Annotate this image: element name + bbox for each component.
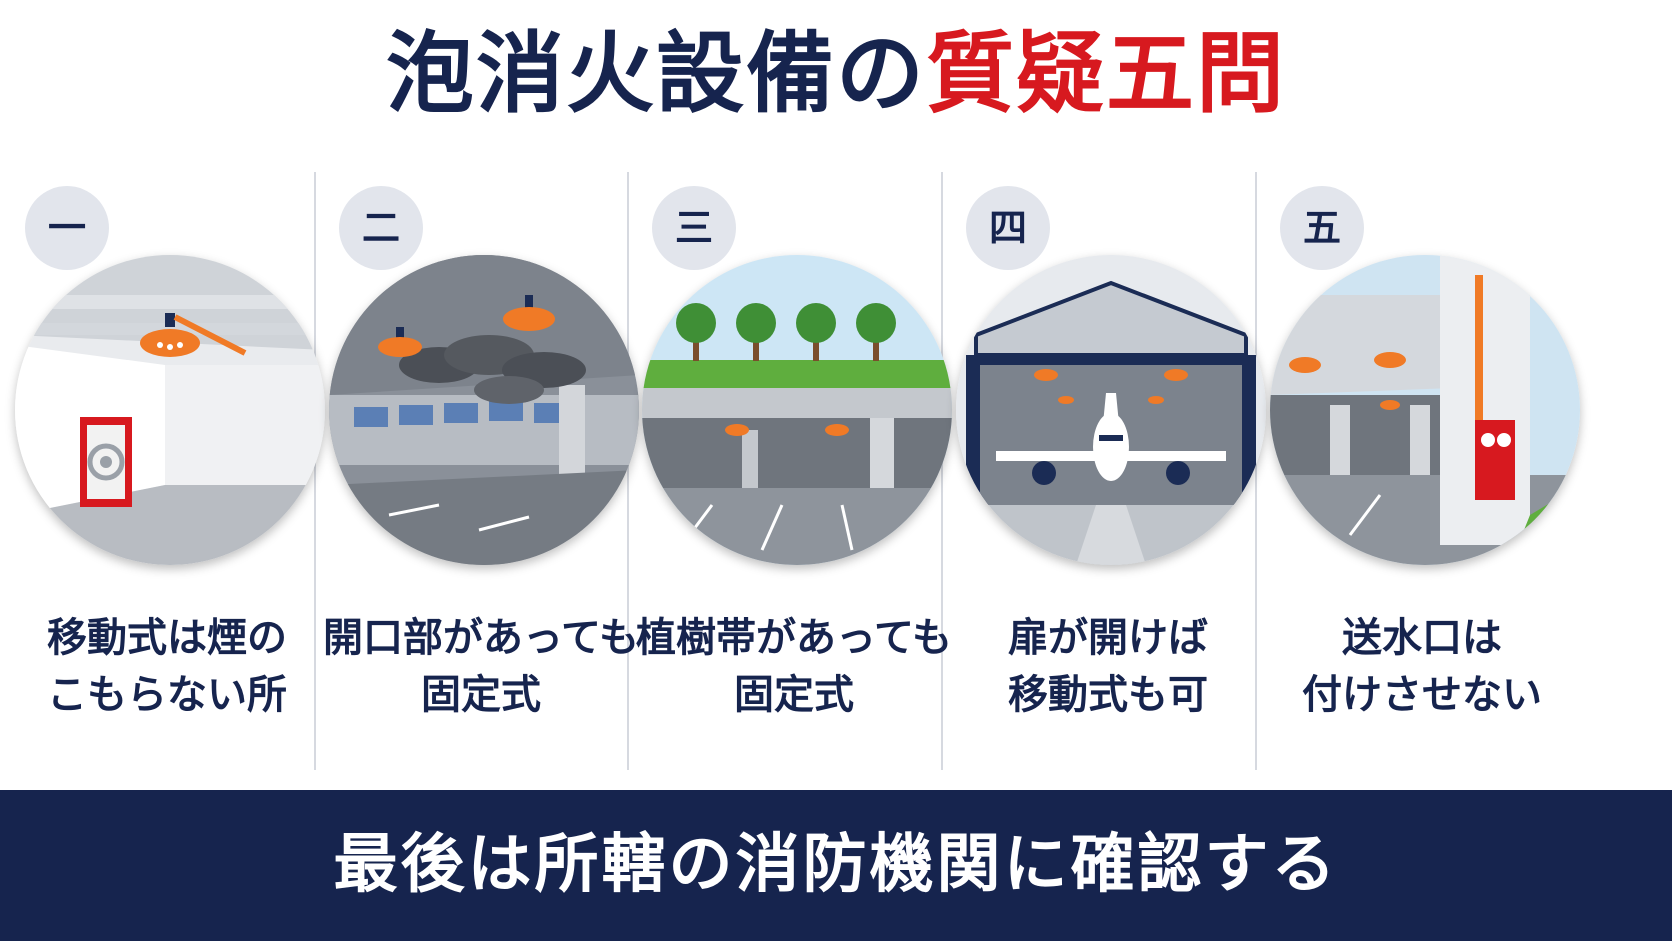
caption-line-1: 扉が開けば: [1008, 615, 1208, 661]
number-badge: 四: [966, 186, 1050, 270]
caption-line-1: 開口部があっても: [323, 615, 639, 661]
caption-line-2: 固定式: [734, 672, 854, 718]
bottom-banner: 最後は所轄の消防機関に確認する: [0, 790, 1672, 941]
caption-line-1: 植樹帯があっても: [636, 615, 952, 661]
panel-divider: [314, 172, 316, 770]
caption: 扉が開けば 移動式も可: [941, 610, 1275, 724]
title-main: 泡消火設備の: [385, 22, 926, 125]
caption-line-2: 付けさせない: [1302, 672, 1542, 718]
number-badge: 一: [25, 186, 109, 270]
panel-question-4: 四 扉が開けば 移動式も可: [941, 170, 1275, 770]
smoky-garage-openings-icon: [329, 255, 639, 565]
panel-divider: [1255, 172, 1257, 770]
caption: 開口部があっても 固定式: [314, 610, 648, 724]
rooftop-trees-garage-icon: [642, 255, 952, 565]
panel-question-5: 五 送水口は 付けさせない: [1255, 170, 1589, 770]
parking-garage-hose-reel-icon: [15, 255, 325, 565]
number-badge: 五: [1280, 186, 1364, 270]
panel-question-3: 三: [627, 170, 961, 770]
caption-line-2: 固定式: [421, 672, 541, 718]
caption-line-2: 移動式も可: [1008, 672, 1208, 718]
panel-question-1: 一 移動式は煙の こもらない所: [0, 170, 334, 770]
caption-line-1: 送水口は: [1342, 615, 1502, 661]
title-accent: 質疑五問: [926, 22, 1287, 125]
caption-line-1: 移動式は煙の: [47, 615, 287, 661]
panel-divider: [941, 172, 943, 770]
question-panels: 一 移動式は煙の こもらない所: [0, 170, 1672, 770]
page-title: 泡消火設備の質疑五問: [0, 14, 1672, 134]
panel-divider: [627, 172, 629, 770]
aircraft-hangar-icon: [956, 255, 1266, 565]
banner-text: 最後は所轄の消防機関に確認する: [333, 828, 1339, 902]
caption-line-2: こもらない所: [47, 672, 287, 718]
panel-question-2: 二: [314, 170, 648, 770]
caption: 送水口は 付けさせない: [1255, 610, 1589, 724]
caption: 移動式は煙の こもらない所: [0, 610, 334, 724]
number-badge: 二: [339, 186, 423, 270]
garage-fire-connection-icon: [1270, 255, 1580, 565]
caption: 植樹帯があっても 固定式: [627, 610, 961, 724]
number-badge: 三: [652, 186, 736, 270]
